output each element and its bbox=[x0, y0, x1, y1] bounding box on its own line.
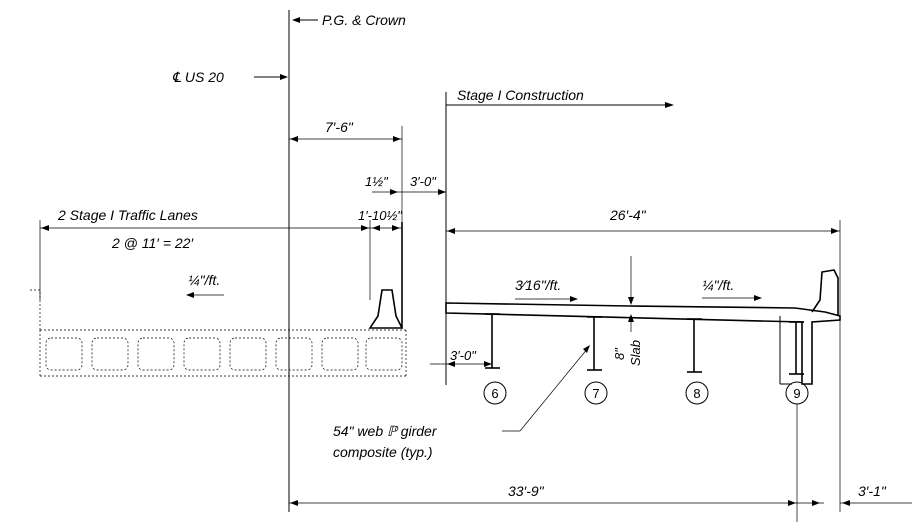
girder-9-number: 9 bbox=[793, 386, 800, 401]
dim-26-4-label: 26′-4" bbox=[609, 207, 647, 223]
girder-note-line1: 54" web ℙ girder bbox=[333, 423, 438, 439]
girder-7-marker bbox=[584, 381, 608, 405]
centerline-us20-label: ℄ US 20 bbox=[172, 69, 224, 85]
girder-note-leader bbox=[519, 347, 589, 432]
girder-6 bbox=[485, 313, 500, 369]
dim-3-1-label: 3′-1" bbox=[858, 483, 887, 499]
existing-box-beams bbox=[30, 289, 407, 377]
lanes-arrow-left bbox=[41, 225, 49, 231]
stage1-construction-label: Stage I Construction bbox=[457, 87, 584, 103]
slab-label: Slab bbox=[628, 340, 643, 366]
dim-33-9-label: 33′-9" bbox=[508, 483, 545, 499]
dim-1-10-half-label: 1′-10½" bbox=[358, 208, 403, 223]
temp-barrier bbox=[368, 289, 404, 329]
dim-26-4-arrow-left bbox=[447, 228, 455, 234]
dim-7-6-arrow-left bbox=[290, 136, 298, 142]
slab-arrow-top bbox=[628, 297, 634, 305]
girder-7-number: 7 bbox=[592, 386, 599, 401]
slope-middle-arrow bbox=[570, 296, 578, 302]
slope-right-label: ¼"/ft. bbox=[702, 277, 734, 293]
lanes-formula-label: 2 @ 11′ = 22′ bbox=[111, 235, 194, 251]
girder-9 bbox=[789, 321, 804, 375]
dim-1-10-arrow-left bbox=[372, 225, 380, 231]
slope-left-label: ¼"/ft. bbox=[188, 272, 220, 288]
girder-8-number: 8 bbox=[693, 386, 700, 401]
dim-3-0-top-arrow bbox=[438, 189, 446, 195]
girder-8-marker bbox=[685, 381, 709, 405]
stage1-arrow bbox=[665, 102, 674, 108]
pg-crown-arrow bbox=[292, 17, 300, 23]
dim-3-1-arrow-left bbox=[812, 500, 820, 506]
slab-arrow-bottom bbox=[628, 314, 634, 322]
dim-3-0-bottom-arrow-left bbox=[447, 361, 455, 367]
dim-7-6-label: 7′-6" bbox=[325, 119, 354, 135]
slope-left-arrow bbox=[186, 292, 194, 298]
concrete-barrier bbox=[811, 269, 839, 316]
dim-1-10-arrow-right bbox=[392, 225, 400, 231]
girder-note-arrow bbox=[583, 345, 590, 353]
dim-33-9-arrow-right bbox=[788, 500, 796, 506]
dim-33-9-arrow-left bbox=[290, 500, 298, 506]
dim-3-0-top-label: 3′-0" bbox=[410, 174, 437, 189]
dim-3-0-bottom-label: 3′-0" bbox=[450, 348, 477, 363]
dim-26-4-arrow-right bbox=[831, 228, 839, 234]
pg-crown-label: P.G. & Crown bbox=[322, 12, 406, 28]
dim-3-0-bottom-arrow-right bbox=[484, 361, 492, 367]
dim-3-1-arrow-right bbox=[842, 500, 850, 506]
girder-8 bbox=[687, 318, 702, 373]
slope-middle-label: 3⁄16"/ft. bbox=[515, 277, 561, 293]
dim-1-half-arrow bbox=[390, 189, 398, 195]
girder-7 bbox=[587, 316, 602, 371]
centerline-arrow bbox=[280, 74, 288, 80]
dim-8in-label: 8" bbox=[612, 347, 627, 360]
deck-slab bbox=[445, 302, 841, 385]
girder-6-marker bbox=[483, 381, 507, 405]
dim-1-half-label: 1½" bbox=[365, 174, 389, 189]
dim-7-6-arrow-right bbox=[393, 136, 401, 142]
slope-right-arrow bbox=[754, 295, 762, 301]
girder-6-number: 6 bbox=[491, 386, 498, 401]
traffic-lanes-label: 2 Stage I Traffic Lanes bbox=[57, 207, 198, 223]
lanes-arrow-right bbox=[361, 225, 369, 231]
girder-note-line2: composite (typ.) bbox=[333, 444, 433, 460]
